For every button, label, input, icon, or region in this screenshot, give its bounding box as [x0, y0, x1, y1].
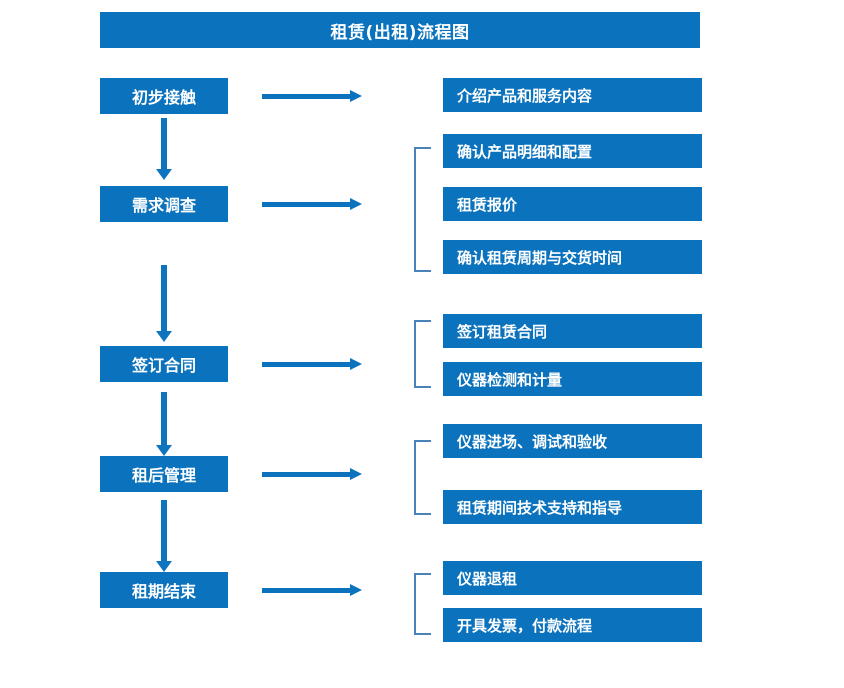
arrow-shaft [161, 118, 167, 169]
arrow-head [156, 561, 172, 572]
detail-box-2-1[interactable]: 确认产品明细和配置 [443, 134, 702, 168]
arrow-shaft [262, 472, 352, 477]
arrow-shaft [161, 500, 167, 561]
arrow-shaft [262, 362, 352, 367]
arrow-head [156, 169, 172, 180]
stage-box-2[interactable]: 需求调查 [100, 186, 228, 222]
brace-left-icon-4 [414, 440, 431, 515]
arrow-right-icon-5 [262, 583, 362, 597]
brace-left-icon-2 [414, 147, 431, 272]
detail-box-4-1[interactable]: 仪器进场、调试和验收 [443, 424, 702, 458]
diagram-title: 租赁(出租)流程图 [100, 12, 700, 48]
arrow-down-icon-1 [156, 118, 172, 180]
detail-box-4-2[interactable]: 租赁期间技术支持和指导 [443, 490, 702, 524]
arrow-right-icon-2 [262, 197, 362, 211]
arrow-head [156, 445, 172, 456]
arrow-down-icon-3 [156, 392, 172, 456]
detail-box-5-2[interactable]: 开具发票，付款流程 [443, 608, 702, 642]
arrow-shaft [161, 392, 167, 445]
arrow-head [350, 90, 362, 102]
arrow-right-icon-3 [262, 357, 362, 371]
stage-box-3[interactable]: 签订合同 [100, 346, 228, 382]
stage-box-1[interactable]: 初步接触 [100, 78, 228, 114]
arrow-right-icon-4 [262, 467, 362, 481]
arrow-head [350, 468, 362, 480]
arrow-down-icon-2 [156, 265, 172, 343]
detail-box-2-3[interactable]: 确认租赁周期与交货时间 [443, 240, 702, 274]
arrow-head [350, 584, 362, 596]
stage-box-4[interactable]: 租后管理 [100, 456, 228, 492]
detail-box-1-1[interactable]: 介绍产品和服务内容 [443, 78, 702, 112]
detail-box-5-1[interactable]: 仪器退租 [443, 561, 702, 595]
detail-box-3-1[interactable]: 签订租赁合同 [443, 314, 702, 348]
arrow-shaft [262, 588, 352, 593]
stage-box-5[interactable]: 租期结束 [100, 572, 228, 608]
arrow-shaft [161, 265, 167, 331]
arrow-right-icon-1 [262, 89, 362, 103]
brace-left-icon-3 [414, 320, 431, 388]
arrow-shaft [262, 94, 352, 99]
arrow-shaft [262, 202, 352, 207]
arrow-down-icon-4 [156, 500, 172, 572]
arrow-head [350, 198, 362, 210]
detail-box-2-2[interactable]: 租赁报价 [443, 187, 702, 221]
detail-box-3-2[interactable]: 仪器检测和计量 [443, 362, 702, 396]
arrow-head [156, 331, 172, 342]
brace-left-icon-5 [414, 573, 431, 635]
arrow-head [350, 358, 362, 370]
